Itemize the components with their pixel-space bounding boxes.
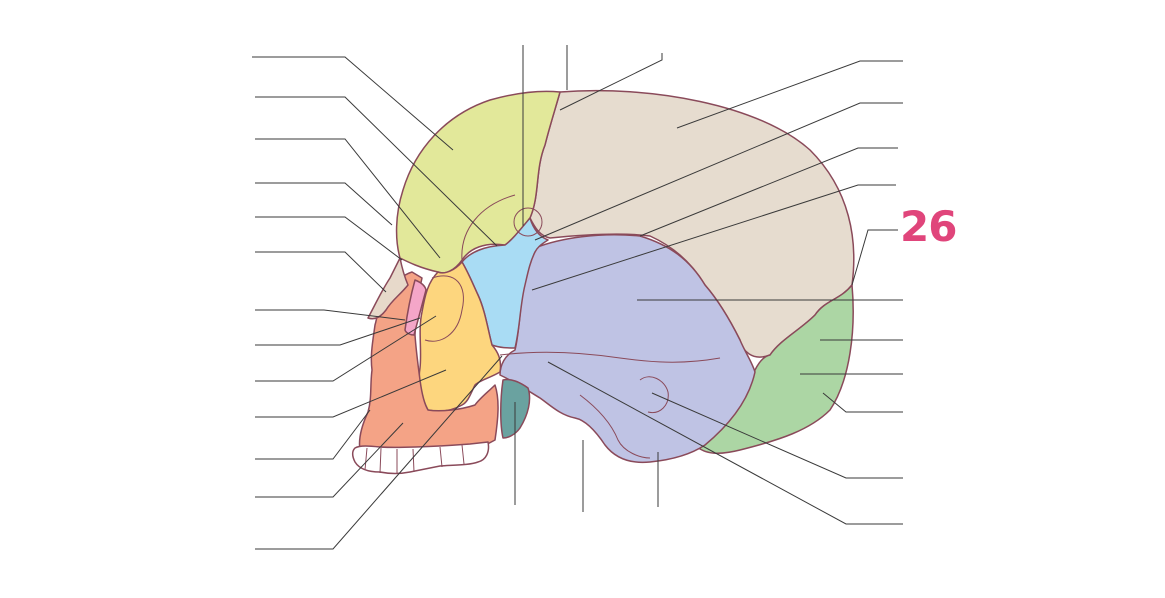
leader-right-10 xyxy=(651,392,903,479)
leader-left-1 xyxy=(252,56,454,151)
nasal-bone xyxy=(367,257,409,320)
leader-left-7 xyxy=(255,309,406,321)
bones-group xyxy=(352,89,855,475)
leader-left-4 xyxy=(255,182,393,226)
teeth-lines xyxy=(364,444,465,474)
figure-number-badge: 26 xyxy=(900,202,957,251)
leader-top-3 xyxy=(559,53,663,111)
zygomatic-bone xyxy=(418,261,502,412)
leader-left-12 xyxy=(255,422,404,498)
temporal-bone xyxy=(499,234,756,464)
suture-details xyxy=(364,194,721,474)
leader-right-9 xyxy=(822,392,903,413)
leader-right-1 xyxy=(676,60,903,129)
leader-right-3 xyxy=(639,147,898,237)
leader-right-11 xyxy=(547,361,903,525)
mastoid-curve xyxy=(579,394,651,459)
leader-left-10 xyxy=(255,369,447,418)
leader-lines xyxy=(252,45,903,550)
zygomatic-arch xyxy=(499,351,721,363)
pterion-circle xyxy=(513,207,543,237)
leader-left-5 xyxy=(255,216,403,261)
leader-right-5 xyxy=(851,229,898,286)
leader-left-8 xyxy=(255,317,421,346)
leader-left-2 xyxy=(255,96,498,247)
temporal-line xyxy=(461,194,516,261)
leader-right-2 xyxy=(534,102,903,241)
leader-left-6 xyxy=(255,251,387,293)
leader-right-4 xyxy=(531,184,896,291)
ear-canal xyxy=(639,376,669,414)
teeth xyxy=(352,441,490,475)
leader-left-11 xyxy=(255,409,371,460)
maxilla xyxy=(358,271,499,452)
leader-left-3 xyxy=(255,138,441,259)
orbit-outline xyxy=(424,275,464,342)
leader-left-13 xyxy=(255,355,503,550)
leader-left-9 xyxy=(255,315,437,382)
